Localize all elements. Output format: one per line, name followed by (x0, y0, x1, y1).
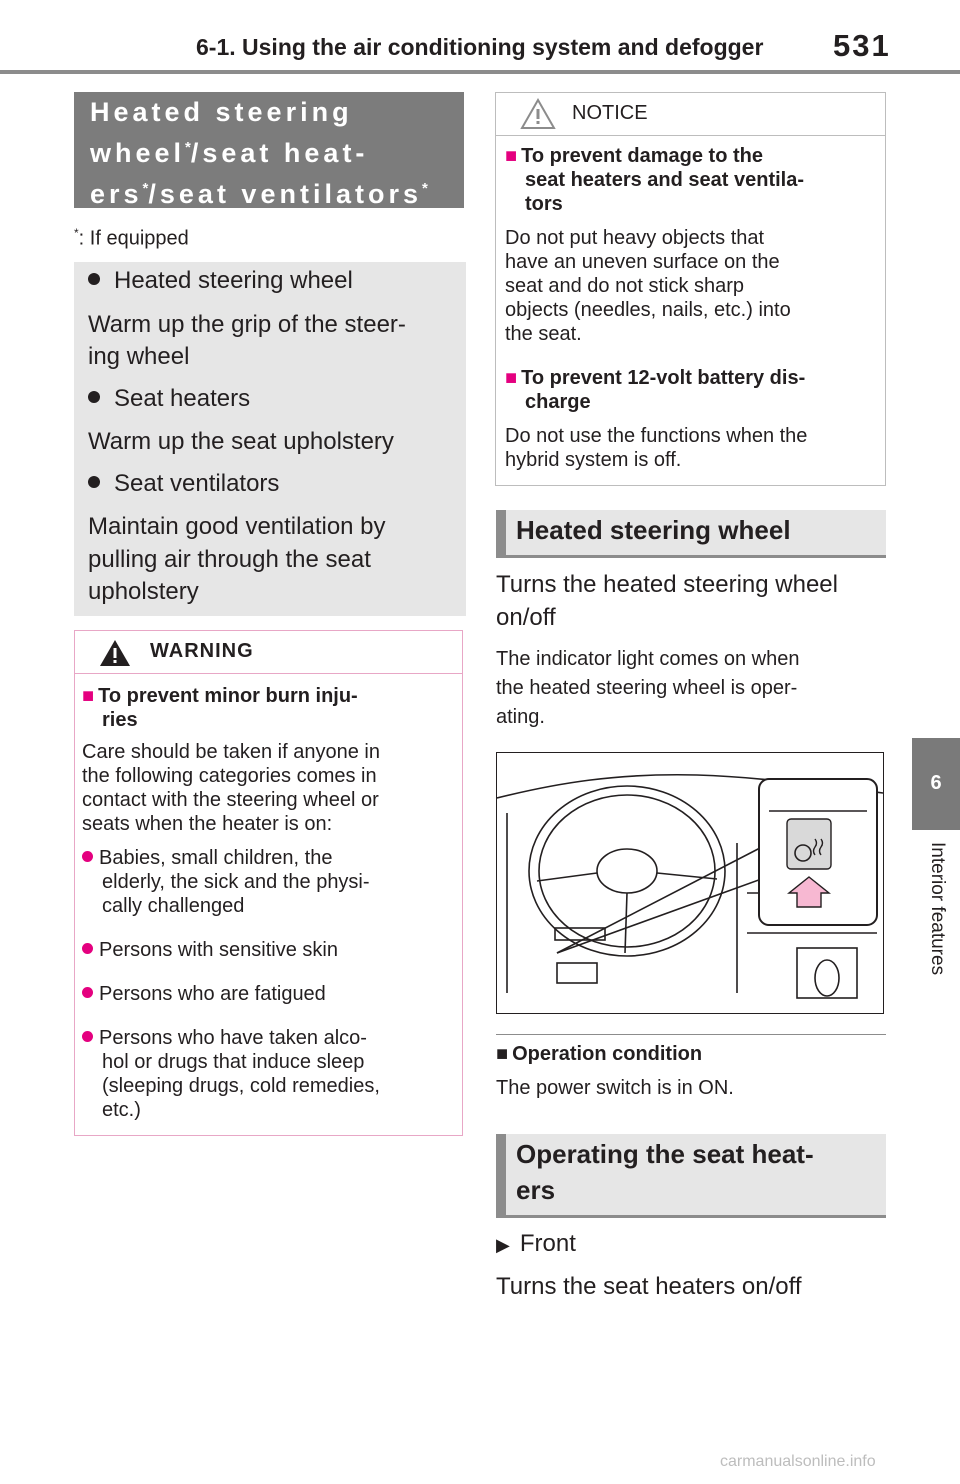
page-number: 531 (833, 28, 891, 63)
caution-triangle-icon (520, 98, 556, 129)
section-heading: Heated steering wheel (516, 515, 791, 545)
feature-desc: Warm up the grip of the steer- (88, 311, 406, 338)
bullet-icon (82, 1031, 93, 1042)
bullet-icon (82, 851, 93, 862)
warning-triangle-icon (100, 640, 130, 666)
steering-heater-icon (794, 844, 812, 862)
feature-title: Seat ventilators (88, 467, 458, 500)
warning-heading: ■To prevent minor burn inju-ries (82, 685, 358, 731)
dashboard-drawing (496, 773, 884, 999)
warning-box (74, 630, 463, 1136)
chapter-number: 6 (930, 772, 942, 794)
header-rule (0, 70, 960, 74)
chapter-tab (912, 738, 960, 830)
feature-title: Seat heaters (88, 382, 458, 415)
section-heading-box (496, 510, 886, 558)
bullet-icon (88, 476, 100, 488)
bullet-icon (82, 943, 93, 954)
feature-desc: ing wheel (88, 343, 190, 370)
section-heading: Heated steering wheel*/seat heat- ers*/s… (90, 97, 428, 209)
notice-label: NOTICE (572, 102, 648, 124)
steering-wheel-illustration (496, 752, 884, 1014)
press-arrow-icon (787, 876, 831, 908)
watermark: carmanualsonline.info (720, 1453, 876, 1470)
triangle-bullet-icon: ▶ (496, 1235, 510, 1255)
feature-summary-box (74, 262, 466, 616)
bullet-icon (88, 391, 100, 403)
warning-list-item: Persons who have taken alco-hol or drugs… (82, 1026, 472, 1122)
page-header-title: 6-1. Using the air conditioning system a… (196, 34, 764, 60)
divider (496, 1034, 886, 1035)
feature-desc: pulling air through the seat (88, 546, 371, 573)
section-heading-box (496, 1134, 886, 1218)
warning-list-item: Persons with sensitive skin (82, 938, 472, 962)
body-text: Turns the seat heaters on/off (496, 1273, 802, 1300)
notice-box (495, 92, 886, 486)
feature-desc: Maintain good ventilation by (88, 513, 386, 540)
body-text: The power switch is in ON. (496, 1077, 734, 1099)
subsection-label: ▶Front (496, 1230, 576, 1257)
bullet-icon (82, 987, 93, 998)
footnote-if-equipped: *: If equipped (74, 226, 189, 250)
section-heading: Operating the seat heat-ers (516, 1139, 814, 1205)
bullet-icon (88, 273, 100, 285)
notice-heading: ■To prevent 12-volt battery dis-charge (505, 367, 806, 413)
warning-list-item: Persons who are fatigued (82, 982, 472, 1006)
section-heading-box (74, 92, 464, 208)
warning-header (74, 630, 463, 674)
warning-label: WARNING (150, 640, 254, 662)
chapter-label: Interior features (927, 842, 948, 976)
feature-desc: Warm up the seat upholstery (88, 428, 394, 455)
feature-desc: upholstery (88, 578, 199, 605)
subheading: ■Operation condition (496, 1043, 703, 1065)
notice-header (495, 92, 886, 136)
feature-title: Heated steering wheel (88, 264, 458, 297)
